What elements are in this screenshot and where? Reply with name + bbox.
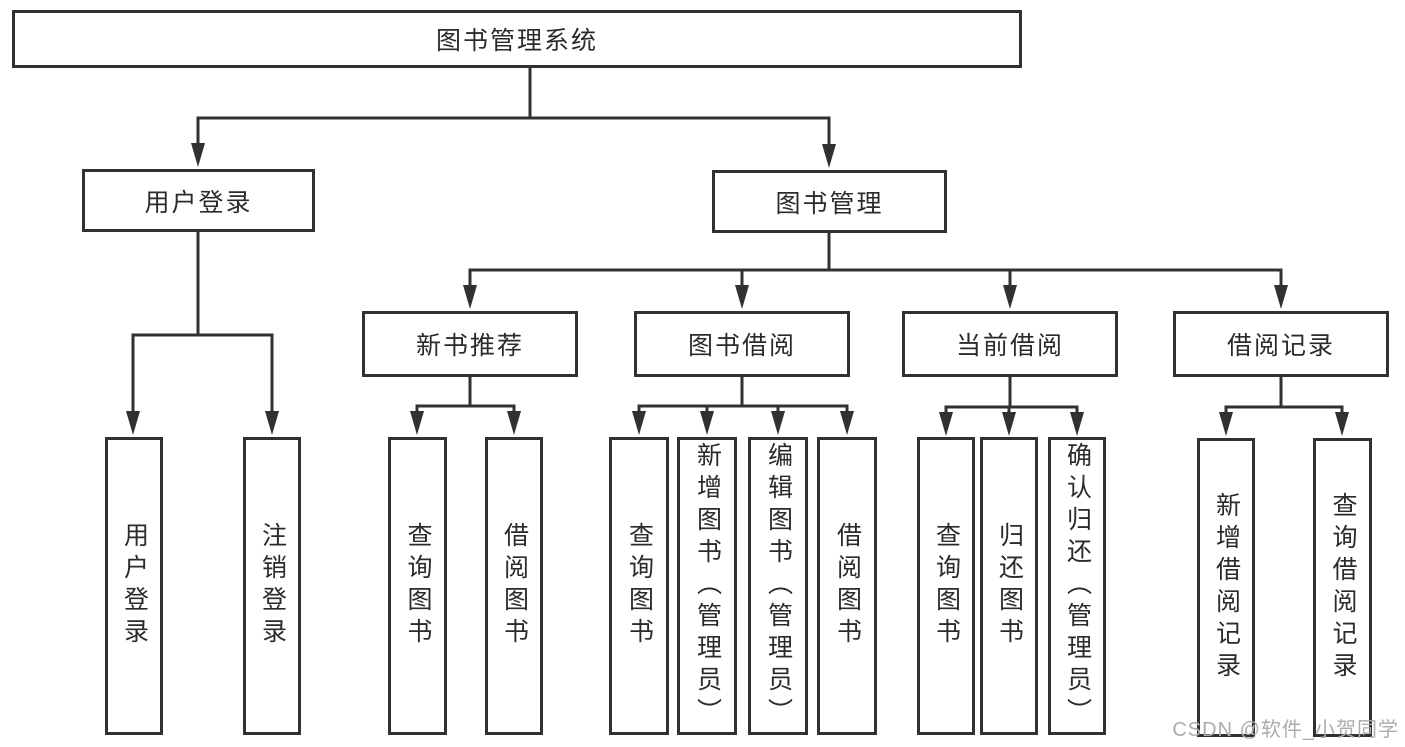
node-current-borrow: 当前借阅 (902, 311, 1118, 377)
leaf-query-book-3-label: 查询图书 (932, 522, 961, 650)
leaf-borrow-book-2: 借阅图书 (817, 437, 877, 735)
leaf-borrow-book-2-label: 借阅图书 (833, 522, 862, 650)
leaf-add-book-label: 新增图书（管理员） (693, 442, 722, 730)
leaf-query-book-1-label: 查询图书 (404, 522, 432, 650)
leaf-edit-book-label: 编辑图书（管理员） (764, 442, 793, 730)
leaf-add-record-label: 新增借阅记录 (1212, 491, 1241, 684)
leaf-query-book-2: 查询图书 (609, 437, 669, 735)
leaf-query-record: 查询借阅记录 (1313, 438, 1372, 737)
node-user-login: 用户登录 (82, 169, 315, 232)
leaf-query-book-3: 查询图书 (917, 437, 975, 735)
leaf-return-book-label: 归还图书 (995, 522, 1024, 650)
leaf-confirm-return-label: 确认归还（管理员） (1063, 442, 1092, 730)
node-root: 图书管理系统 (12, 10, 1022, 68)
leaf-edit-book: 编辑图书（管理员） (748, 437, 808, 735)
leaf-borrow-book-1: 借阅图书 (485, 437, 543, 735)
leaf-query-book-1: 查询图书 (388, 437, 447, 735)
leaf-query-book-2-label: 查询图书 (625, 522, 654, 650)
node-borrow-record: 借阅记录 (1173, 311, 1389, 377)
leaf-user-login-label: 用户登录 (120, 522, 149, 650)
leaf-add-book: 新增图书（管理员） (677, 437, 737, 735)
leaf-logout: 注销登录 (243, 437, 301, 735)
leaf-add-record: 新增借阅记录 (1197, 438, 1255, 737)
leaf-borrow-book-1-label: 借阅图书 (500, 522, 529, 650)
leaf-return-book: 归还图书 (980, 437, 1038, 735)
leaf-confirm-return: 确认归还（管理员） (1048, 437, 1106, 735)
node-book-borrow: 图书借阅 (634, 311, 850, 377)
leaf-user-login: 用户登录 (105, 437, 163, 735)
node-book-manage: 图书管理 (712, 170, 947, 233)
leaf-query-record-label: 查询借阅记录 (1329, 491, 1357, 684)
watermark: CSDN @软件_小贺同学 (1172, 719, 1399, 741)
node-new-book-recommend: 新书推荐 (362, 311, 578, 377)
leaf-logout-label: 注销登录 (258, 522, 287, 650)
